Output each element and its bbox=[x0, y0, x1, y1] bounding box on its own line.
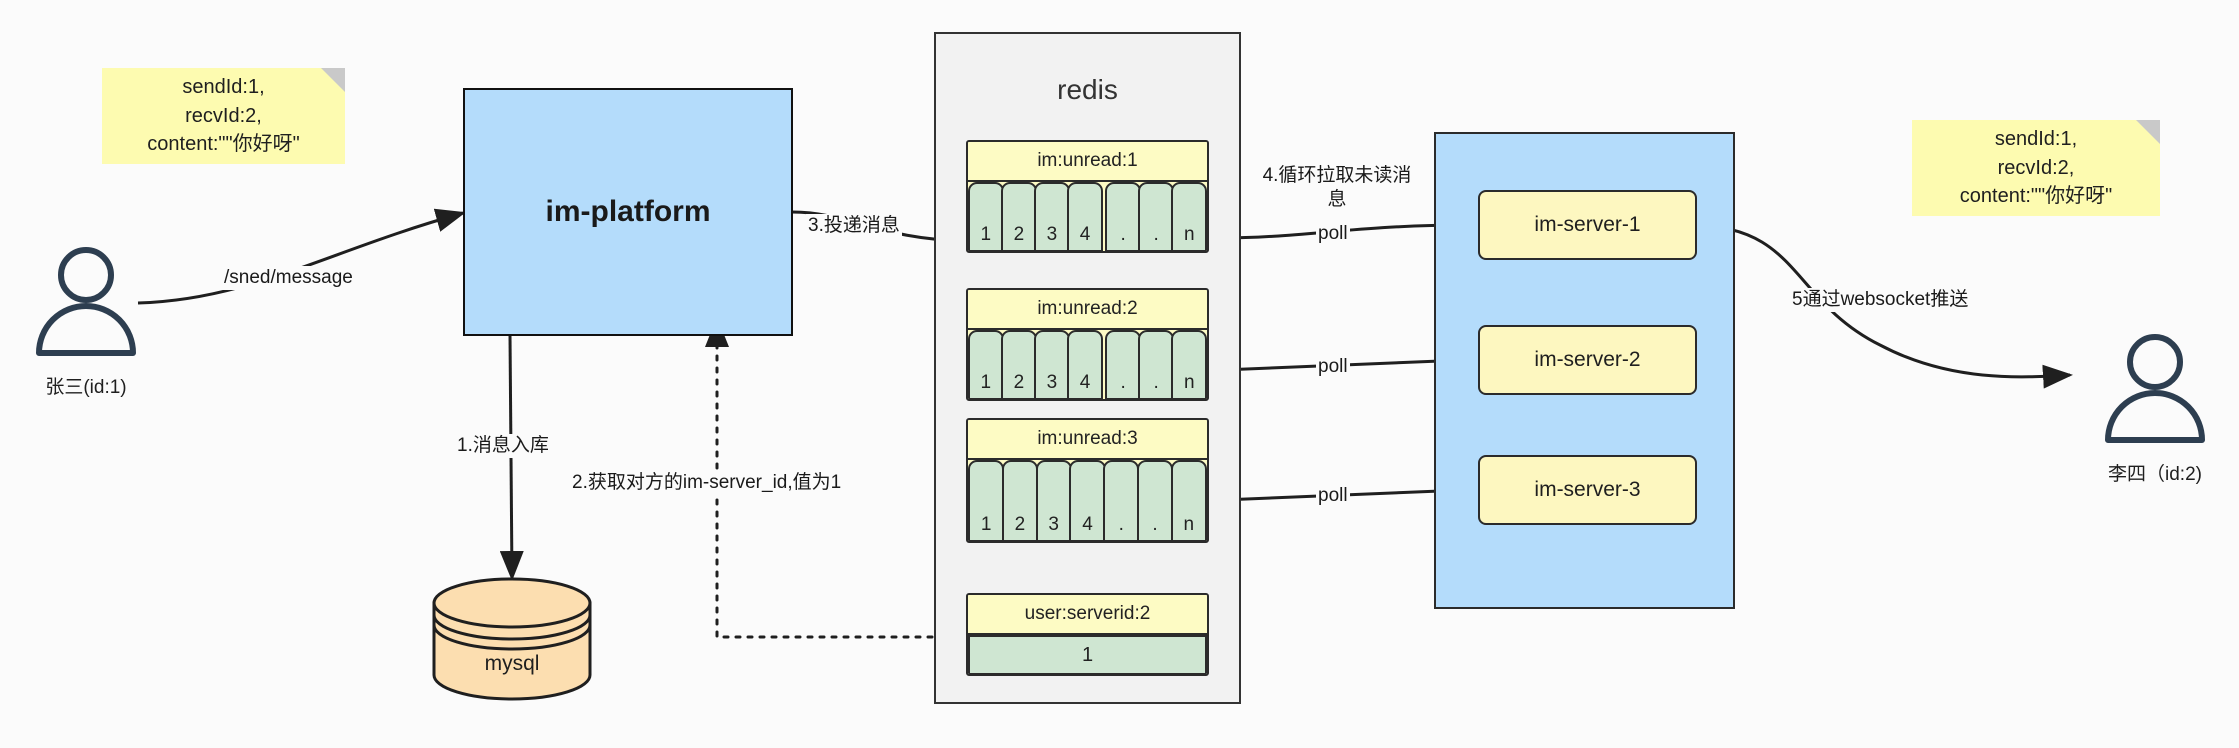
redis-cell: 1 bbox=[968, 330, 1004, 399]
redis-cell: n bbox=[1171, 182, 1207, 251]
edge-label-poll-3: poll bbox=[1316, 484, 1350, 508]
edge-label-websocket-push: 5通过websocket推送 bbox=[1790, 288, 1971, 312]
edge-label-persist-message: 1.消息入库 bbox=[455, 434, 551, 458]
redis-key-label-serverid: user:serverid:2 bbox=[968, 595, 1207, 635]
redis-cell: 1 bbox=[968, 182, 1004, 251]
actor-sender: 张三(id:1) bbox=[25, 243, 147, 398]
redis-cell: 4 bbox=[1067, 330, 1103, 399]
redis-cell: n bbox=[1170, 460, 1207, 541]
note-left-text: sendId:1, recvId:2, content:""你好呀" bbox=[147, 76, 300, 156]
node-im-platform-label: im-platform bbox=[545, 195, 711, 228]
redis-cell: 3 bbox=[1034, 330, 1070, 399]
edge-label-send-message: /sned/message bbox=[222, 266, 355, 290]
redis-cell: 4 bbox=[1069, 460, 1106, 541]
edge-fetch-serverid bbox=[705, 317, 970, 639]
actor-receiver: 李四（id:2) bbox=[2090, 330, 2220, 485]
redis-cell: . bbox=[1105, 182, 1141, 251]
note-fold-icon bbox=[321, 68, 345, 92]
note-fold-icon bbox=[2136, 120, 2160, 144]
redis-key-group-2[interactable]: im:unread:2 1 2 3 4 . . n bbox=[966, 288, 1209, 401]
database-icon: mysql bbox=[432, 577, 592, 701]
node-im-server-3-label: im-server-3 bbox=[1534, 478, 1641, 501]
redis-cell: 3 bbox=[1034, 182, 1070, 251]
redis-key-label-1: im:unread:1 bbox=[968, 142, 1207, 182]
node-im-server-3[interactable]: im-server-3 bbox=[1478, 455, 1697, 525]
node-mysql[interactable]: mysql bbox=[430, 575, 595, 705]
redis-cell: . bbox=[1136, 460, 1174, 541]
redis-cell: . bbox=[1103, 460, 1140, 541]
edge-label-poll-2: poll bbox=[1316, 355, 1350, 379]
node-im-server-1[interactable]: im-server-1 bbox=[1478, 190, 1697, 260]
edge-label-deliver-message: 3.投递消息 bbox=[806, 214, 902, 238]
redis-key-group-3[interactable]: im:unread:3 1 2 3 4 . . n bbox=[966, 418, 1209, 543]
person-icon bbox=[2105, 334, 2205, 443]
node-mysql-label: mysql bbox=[485, 652, 540, 675]
redis-cell: 2 bbox=[1001, 182, 1037, 251]
redis-title: redis bbox=[1057, 74, 1118, 105]
actor-receiver-label: 李四（id:2) bbox=[2108, 464, 2202, 485]
edge-label-poll-loop: 4.循环拉取未读消 息 bbox=[1255, 164, 1419, 212]
redis-key-group-serverid[interactable]: user:serverid:2 1 bbox=[966, 593, 1209, 676]
redis-cell: n bbox=[1171, 330, 1207, 399]
edge-label-fetch-serverid: 2.获取对方的im-server_id,值为1 bbox=[570, 471, 844, 495]
node-im-platform[interactable]: im-platform bbox=[463, 88, 793, 336]
note-left: sendId:1, recvId:2, content:""你好呀" bbox=[102, 68, 345, 164]
redis-cell: 3 bbox=[1035, 460, 1072, 541]
node-im-server-2-label: im-server-2 bbox=[1534, 348, 1641, 371]
redis-cell: . bbox=[1138, 182, 1174, 251]
redis-cell: . bbox=[1105, 330, 1141, 399]
redis-key-label-3: im:unread:3 bbox=[968, 420, 1207, 460]
node-im-server-1-label: im-server-1 bbox=[1534, 213, 1641, 236]
actor-sender-label: 张三(id:1) bbox=[45, 377, 127, 398]
redis-serverid-value: 1 bbox=[968, 635, 1207, 674]
redis-cell: 2 bbox=[1001, 460, 1039, 541]
node-im-server-2[interactable]: im-server-2 bbox=[1478, 325, 1697, 395]
redis-cell: . bbox=[1138, 330, 1174, 399]
note-right: sendId:1, recvId:2, content:""你好呀" bbox=[1912, 120, 2160, 216]
note-right-text: sendId:1, recvId:2, content:""你好呀" bbox=[1959, 128, 2113, 208]
edge-websocket-push bbox=[1689, 223, 2073, 389]
redis-key-label-2: im:unread:2 bbox=[968, 290, 1207, 330]
person-icon bbox=[36, 247, 136, 356]
edge-label-poll-1: poll bbox=[1316, 222, 1350, 246]
redis-cell: 1 bbox=[968, 460, 1005, 541]
redis-cell: 2 bbox=[1001, 330, 1037, 399]
redis-cell: 4 bbox=[1067, 182, 1103, 251]
redis-key-group-1[interactable]: im:unread:1 1 2 3 4 . . n bbox=[966, 140, 1209, 253]
